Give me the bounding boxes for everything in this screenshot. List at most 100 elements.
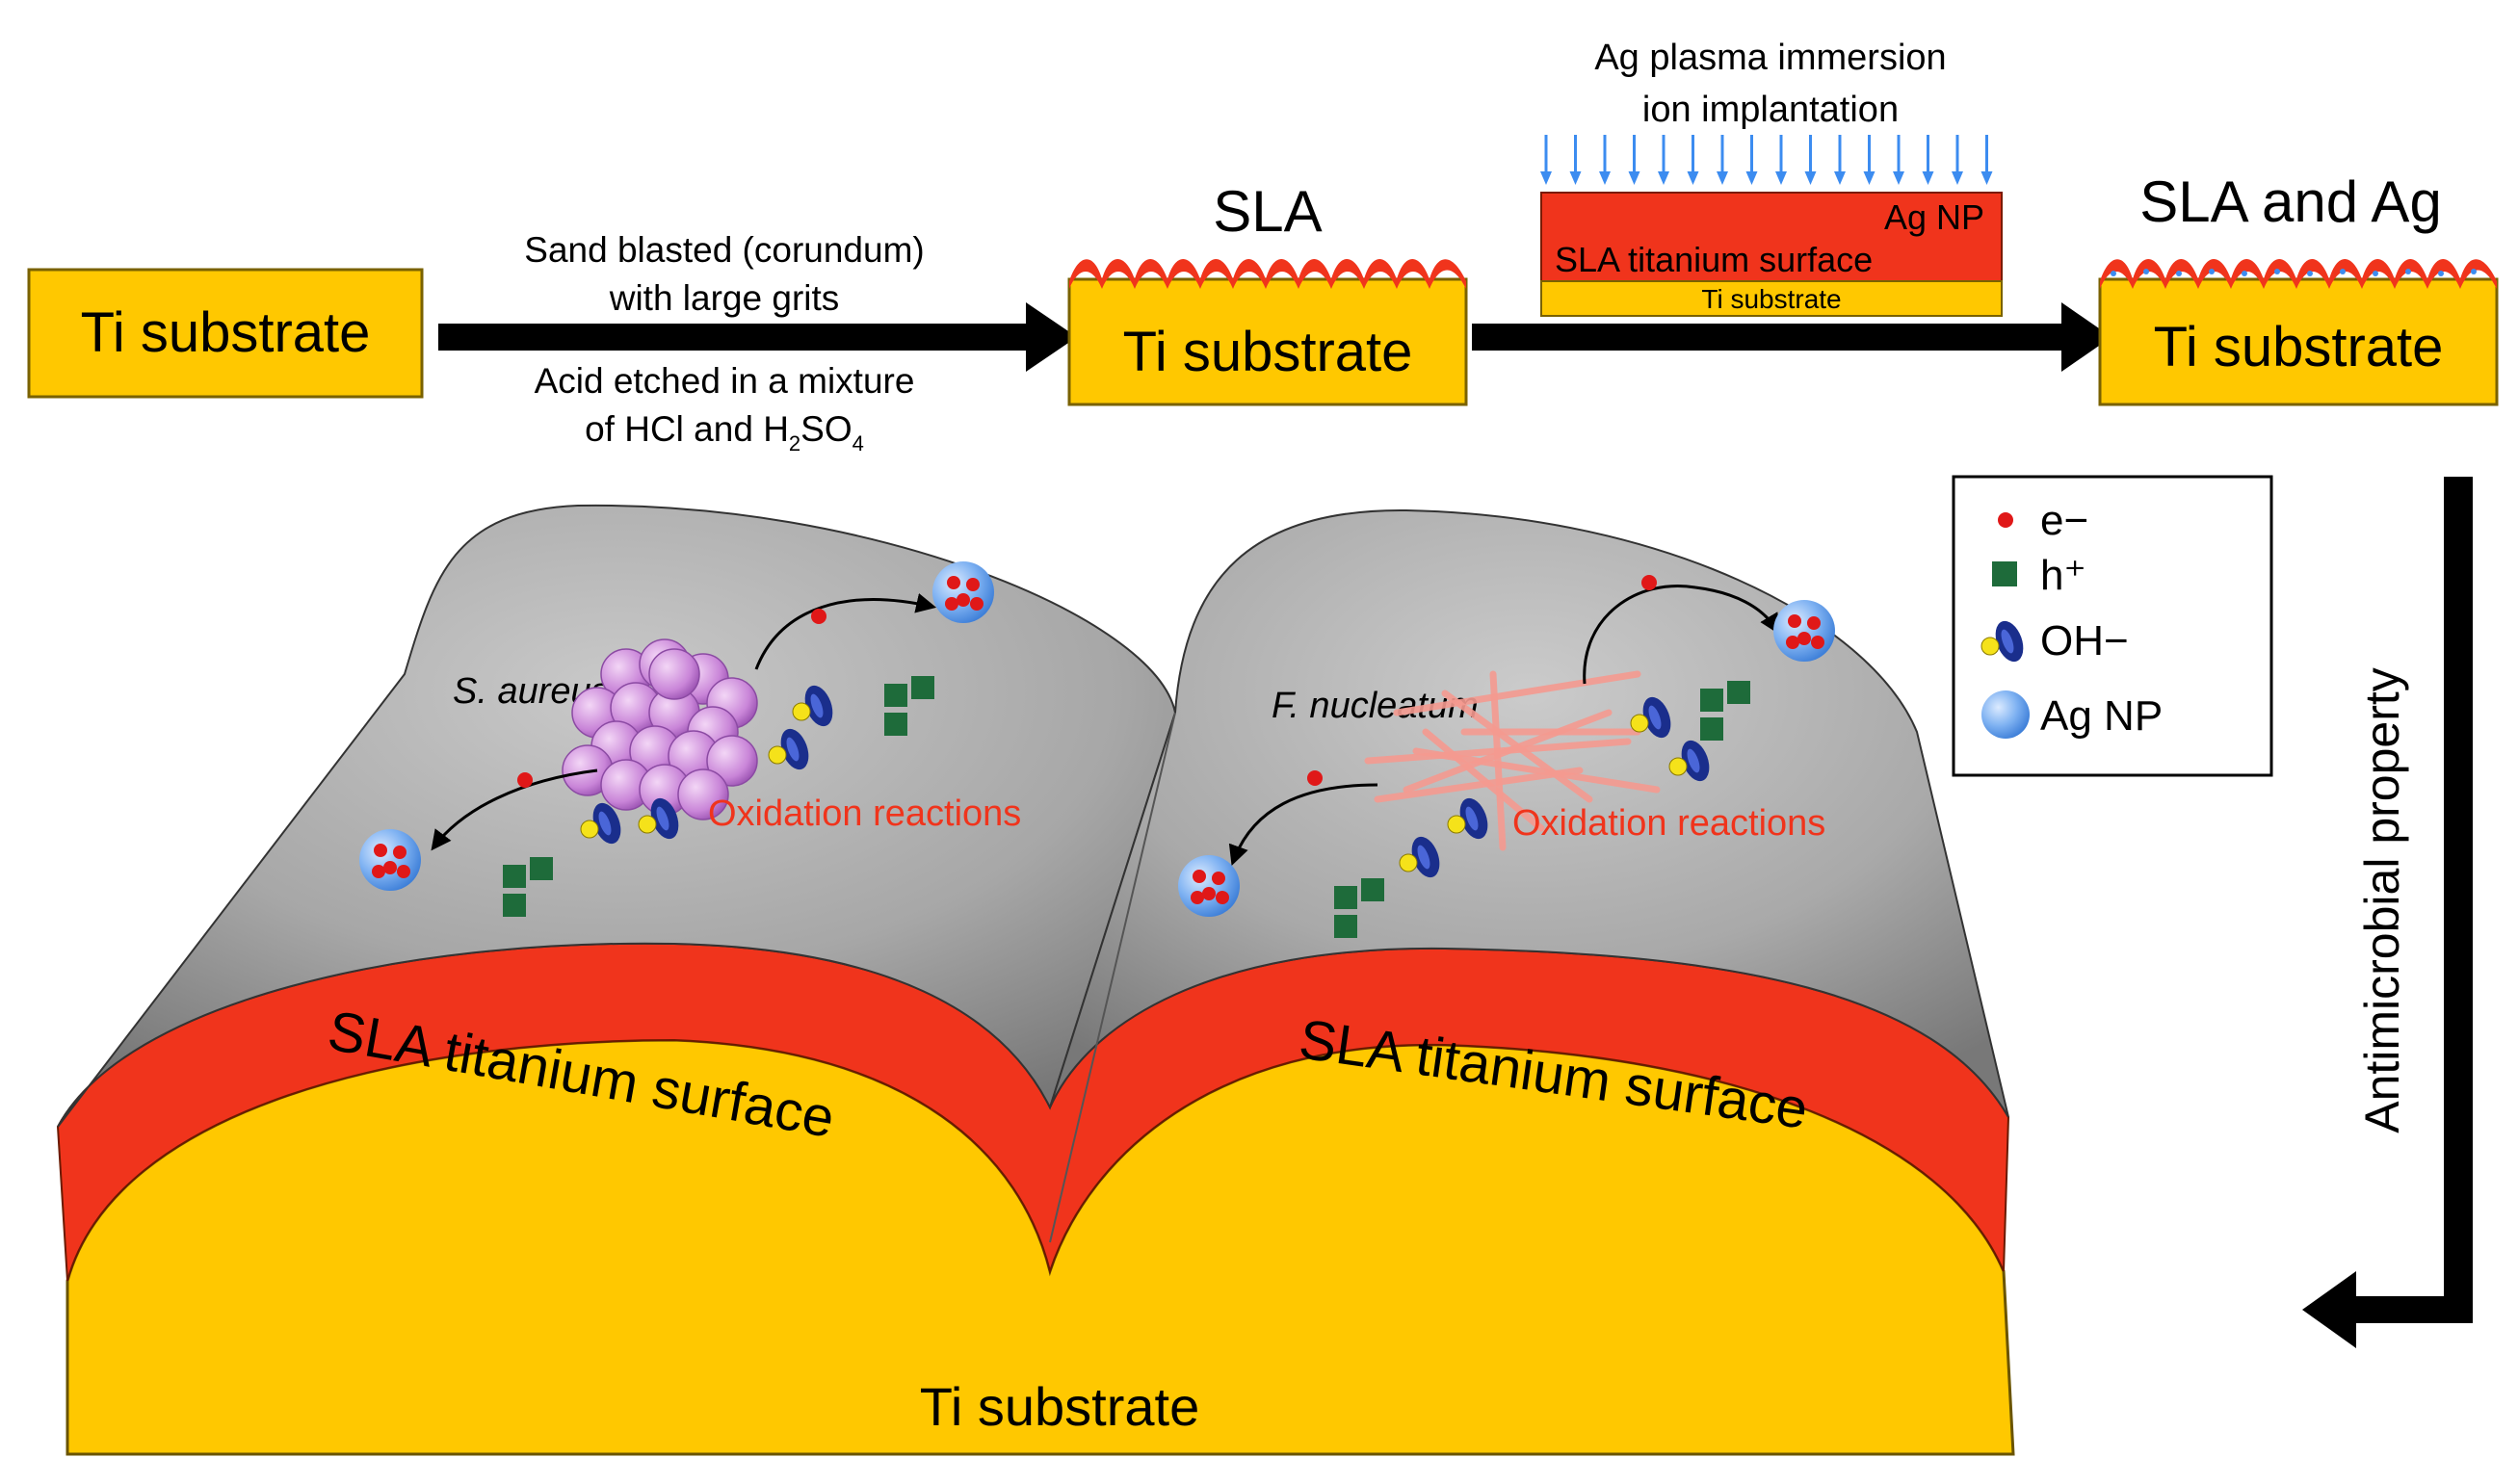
ion-arrow-icon bbox=[1540, 135, 1552, 185]
surface-particles bbox=[359, 561, 1835, 938]
red-dot-icon bbox=[1307, 770, 1323, 786]
ag-dot-icon bbox=[2373, 271, 2378, 276]
ti-substrate-bottom-label: Ti substrate bbox=[920, 1376, 1199, 1437]
ti-layer-label: Ti substrate bbox=[1701, 284, 1841, 314]
silver-nanoparticle-icon bbox=[932, 561, 994, 623]
sla-ag-substrate-box: Ti substrate bbox=[2098, 259, 2499, 406]
ag-dot-icon bbox=[2471, 269, 2477, 274]
ti-substrate-label-1: Ti substrate bbox=[81, 301, 371, 364]
antimicrobial-property-label: Antimicrobial property bbox=[2355, 667, 2409, 1133]
process-arrow-1 bbox=[438, 302, 1077, 372]
legend-item-electron: e− bbox=[1998, 497, 2088, 544]
red-dot-icon bbox=[811, 609, 826, 624]
sla-red-layer bbox=[1069, 259, 1466, 289]
coccus-cell-icon bbox=[648, 648, 700, 700]
implantation-inset: Ag plasma immersion ion implantation Ag … bbox=[1540, 38, 2003, 317]
silver-nanoparticle-icon bbox=[1981, 690, 2030, 739]
ion-arrow-icon bbox=[1893, 135, 1904, 185]
ion-arrow-icon bbox=[1717, 135, 1728, 185]
silver-nanoparticle-icon bbox=[359, 829, 421, 891]
svg-text:Ag NP: Ag NP bbox=[2040, 692, 2163, 740]
sla-ag-title: SLA and Ag bbox=[2139, 169, 2442, 234]
process-flow: Ti substrate Sand blasted (corundum) wit… bbox=[27, 38, 2499, 456]
legend-item-hydroxide: OH− bbox=[1980, 617, 2129, 664]
rod-cell-icon bbox=[1489, 670, 1507, 851]
legend: e− h⁺ OH− Ag NP bbox=[1952, 475, 2273, 777]
ion-arrow-icon bbox=[1922, 135, 1934, 185]
red-dot-icon bbox=[1641, 575, 1657, 590]
ag-dot-icon bbox=[2176, 271, 2182, 276]
rod-cell-icon bbox=[1412, 747, 1661, 794]
agnp-layer-label: Ag NP bbox=[1884, 197, 1984, 237]
ion-arrow-icon bbox=[1658, 135, 1669, 185]
oxidation-label-left: Oxidation reactions bbox=[708, 794, 1021, 834]
ag-dot-icon bbox=[2274, 269, 2280, 274]
process-arrow-2 bbox=[1472, 302, 2111, 372]
sla-title: SLA bbox=[1213, 179, 1322, 244]
sla-layer-label: SLA titanium surface bbox=[1555, 240, 1873, 279]
ag-dot-icon bbox=[2242, 271, 2247, 276]
green-square-icon bbox=[1700, 681, 1750, 741]
hydroxide-ion-icon bbox=[1980, 620, 2024, 663]
hydroxide-ion-icon bbox=[768, 728, 809, 770]
ion-arrow-icon bbox=[1599, 135, 1611, 185]
green-square-icon bbox=[1334, 878, 1384, 938]
ion-arrow-icon bbox=[1775, 135, 1787, 185]
ag-dot-icon bbox=[2307, 271, 2313, 276]
electron-transfer-arrow bbox=[754, 593, 937, 670]
oxidation-label-right: Oxidation reactions bbox=[1512, 803, 1825, 844]
legend-item-agnp: Ag NP bbox=[1981, 690, 2163, 740]
ag-dot-icon bbox=[2340, 269, 2346, 274]
large-grits-text: with large grits bbox=[609, 278, 840, 318]
coccus-cell-icon bbox=[706, 735, 758, 787]
hydroxide-ion-icon bbox=[638, 797, 679, 840]
hcl-h2so4-text: of HCl and H2SO4 bbox=[585, 409, 864, 456]
rod-cell-icon bbox=[1422, 728, 1545, 832]
rod-cell-icon bbox=[1403, 709, 1613, 794]
implant-title-1: Ag plasma immersion bbox=[1594, 38, 1946, 78]
ag-dot-icon bbox=[2143, 269, 2149, 274]
red-dot-icon bbox=[1998, 512, 2013, 528]
ion-arrow-icon bbox=[1628, 135, 1640, 185]
staphylococcus-cluster-icon bbox=[562, 638, 758, 820]
ag-dot-icon bbox=[2438, 271, 2444, 276]
ion-arrow-icon bbox=[1569, 135, 1582, 185]
fusobacterium-rods-icon bbox=[1364, 670, 1661, 851]
antimicrobial-arrow: Antimicrobial property bbox=[2302, 477, 2473, 1348]
ion-arrow-icon bbox=[1804, 135, 1817, 185]
silver-nanoparticle-icon bbox=[1178, 855, 1240, 917]
rod-cell-icon bbox=[1393, 670, 1641, 716]
ion-arrow-icon bbox=[1863, 135, 1875, 185]
surface-illustration: SLA titanium surface SLA titanium surfac… bbox=[56, 504, 2015, 1456]
ti-substrate-label-3: Ti substrate bbox=[2154, 316, 2444, 378]
hydroxide-ion-icon bbox=[1399, 836, 1440, 878]
green-square-icon bbox=[884, 676, 934, 736]
acid-etched-text: Acid etched in a mixture bbox=[535, 361, 915, 401]
sla-substrate-box: Ti substrate bbox=[1067, 259, 1468, 406]
hydroxide-ion-icon bbox=[580, 802, 621, 845]
sand-blasted-text: Sand blasted (corundum) bbox=[524, 230, 924, 270]
ag-dot-icon bbox=[2209, 269, 2215, 274]
electron-transfer-arrow bbox=[1583, 585, 1780, 685]
ion-arrow-icon bbox=[1980, 135, 1993, 185]
ti-substrate-label-2: Ti substrate bbox=[1123, 321, 1413, 383]
legend-item-hole: h⁺ bbox=[1992, 552, 2086, 599]
ion-arrow-icon bbox=[1687, 135, 1699, 185]
coccus-cell-icon bbox=[677, 768, 729, 820]
ag-nanoparticle-dots bbox=[2111, 269, 2477, 276]
svg-text:e−: e− bbox=[2040, 497, 2088, 544]
hydroxide-ion-icon bbox=[1630, 696, 1671, 739]
ion-arrow-icon bbox=[1834, 135, 1846, 185]
ag-dot-icon bbox=[2111, 271, 2116, 276]
right-ridge bbox=[1049, 508, 2009, 1118]
ion-arrow-icon bbox=[1952, 135, 1963, 185]
svg-text:OH−: OH− bbox=[2040, 617, 2129, 664]
hydroxide-ion-icon bbox=[1668, 740, 1710, 782]
green-square-icon bbox=[1992, 561, 2017, 586]
ion-arrow-icon bbox=[1745, 135, 1758, 185]
ti-substrate-box-1: Ti substrate bbox=[27, 268, 424, 399]
electron-transfer-arrow bbox=[431, 768, 598, 851]
svg-text:h⁺: h⁺ bbox=[2040, 552, 2086, 599]
sla-ag-red-layer bbox=[2100, 259, 2497, 289]
hydroxide-ion-icon bbox=[792, 685, 833, 727]
